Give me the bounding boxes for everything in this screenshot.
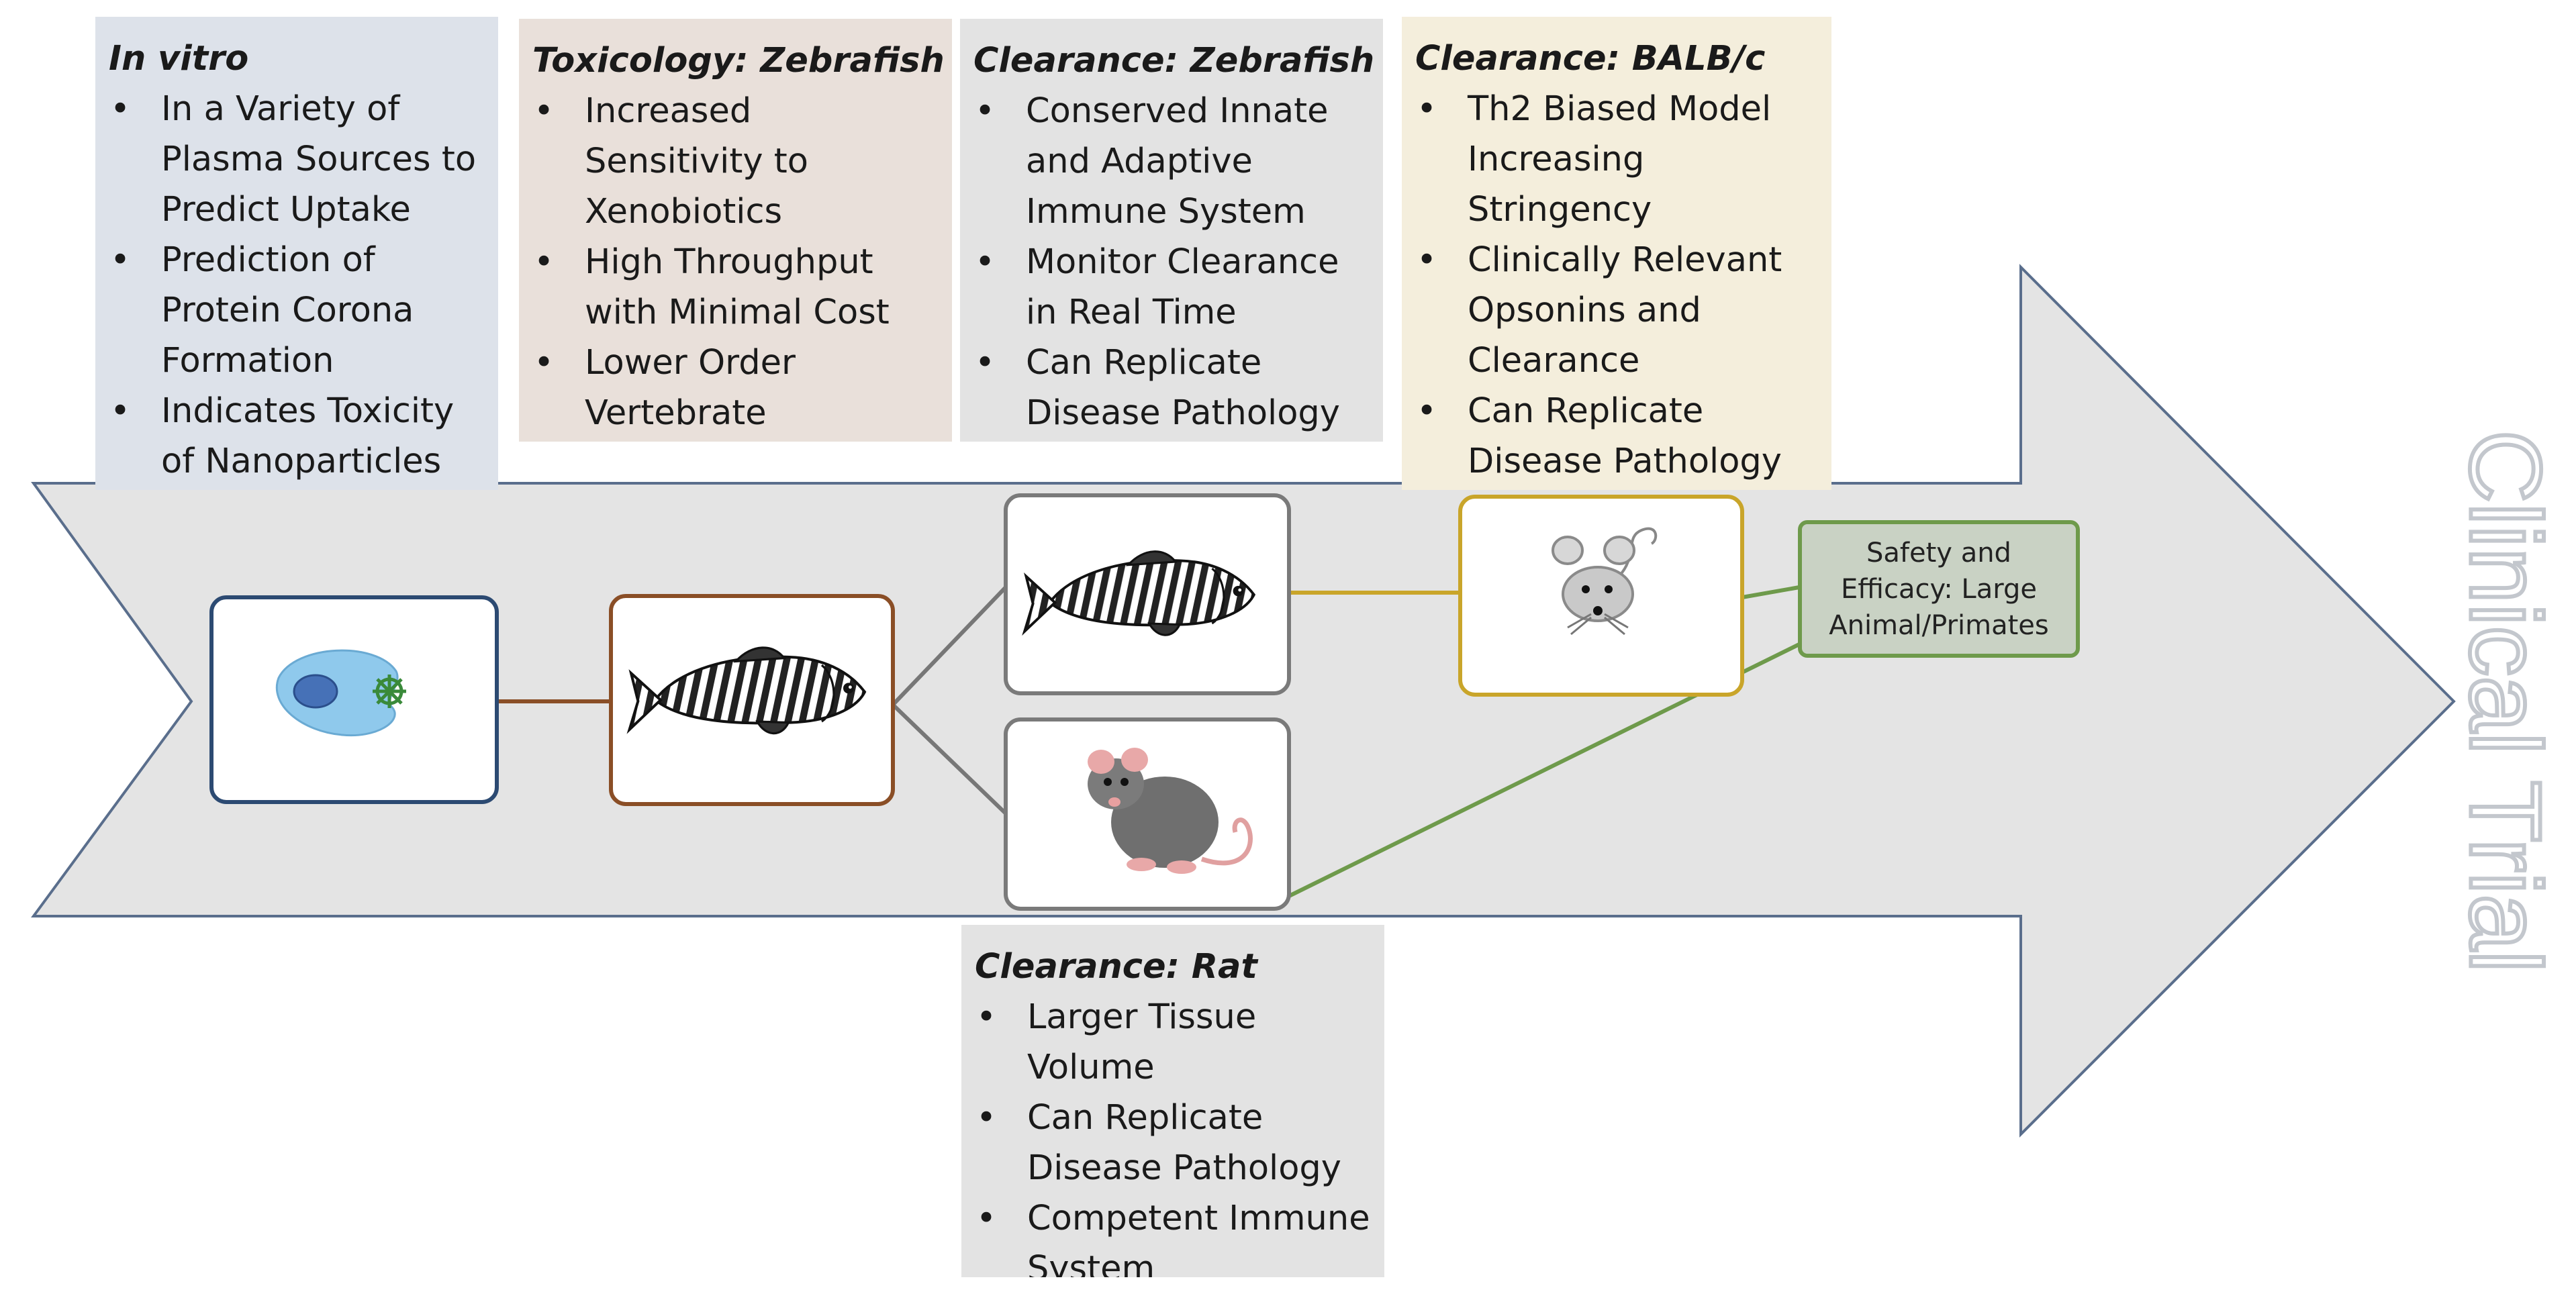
connector-tox-rat: [891, 703, 1008, 815]
panel-title: Clearance: Rat: [975, 947, 1257, 987]
list-item: Larger Tissue Volume: [973, 992, 1372, 1093]
connector-balb-final: [1742, 585, 1800, 599]
list-item: Monitor Clearance in Real Time: [972, 237, 1371, 338]
panel-clearance-zebrafish: Clearance: Zebrafish Conserved Innate an…: [960, 19, 1383, 442]
connector-tox-clrzf: [891, 585, 1008, 707]
node-tox-zebrafish: [609, 594, 895, 806]
panel-invitro: In vitro In a Variety of Plasma Sources …: [95, 17, 498, 490]
list-item: High Throughput with Minimal Cost: [531, 237, 940, 338]
panel-list: Th2 Biased Model Increasing Stringency C…: [1414, 84, 1819, 487]
safety-efficacy-box: Safety and Efficacy: Large Animal/Primat…: [1798, 520, 2080, 658]
list-item: Lower Order Vertebrate: [531, 338, 940, 438]
list-item: Can Replicate Disease Pathology: [1414, 386, 1819, 487]
list-item: In a Variety of Plasma Sources to Predic…: [107, 84, 486, 235]
node-invitro: [209, 595, 499, 804]
panel-clearance-balbc: Clearance: BALB/c Th2 Biased Model Incre…: [1402, 17, 1831, 490]
list-item: Conserved Innate and Adaptive Immune Sys…: [972, 86, 1371, 237]
panel-title: Toxicology: Zebrafish: [532, 41, 945, 81]
list-item: Competent Immune System: [973, 1193, 1372, 1277]
node-clearance-balbc: [1458, 495, 1744, 697]
node-clearance-rat: [1004, 717, 1291, 911]
panel-title: In vitro: [109, 39, 249, 79]
node-clearance-zebrafish: [1004, 493, 1291, 695]
panel-clearance-rat: Clearance: Rat Larger Tissue Volume Can …: [961, 925, 1384, 1277]
safety-efficacy-label: Safety and Efficacy: Large Animal/Primat…: [1829, 537, 2049, 641]
panel-title: Clearance: BALB/c: [1415, 39, 1766, 79]
rat-icon: [1088, 748, 1253, 874]
panel-list: Conserved Innate and Adaptive Immune Sys…: [972, 86, 1371, 438]
list-item: Can Replicate Disease Pathology: [973, 1093, 1372, 1193]
panel-title: Clearance: Zebrafish: [973, 41, 1375, 81]
clinical-trial-label: Clinical Trial: [2449, 430, 2562, 973]
cell-nanoparticle-icon: [275, 649, 406, 737]
panel-tox-zebrafish: Toxicology: Zebrafish Increased Sensitiv…: [519, 19, 952, 442]
list-item: Increased Sensitivity to Xenobiotics: [531, 86, 940, 237]
progress-arrow: [31, 264, 2456, 1138]
panel-list: Increased Sensitivity to Xenobiotics Hig…: [531, 86, 940, 438]
list-item: Can Replicate Disease Pathology: [972, 338, 1371, 438]
panel-list: Larger Tissue Volume Can Replicate Disea…: [973, 992, 1372, 1277]
list-item: Indicates Toxicity of Nanoparticles: [107, 386, 486, 487]
mouse-icon: [1552, 527, 1658, 636]
panel-list: In a Variety of Plasma Sources to Predic…: [107, 84, 486, 487]
list-item: Clinically Relevant Opsonins and Clearan…: [1414, 235, 1819, 386]
list-item: Prediction of Protein Corona Formation: [107, 235, 486, 386]
list-item: Th2 Biased Model Increasing Stringency: [1414, 84, 1819, 235]
